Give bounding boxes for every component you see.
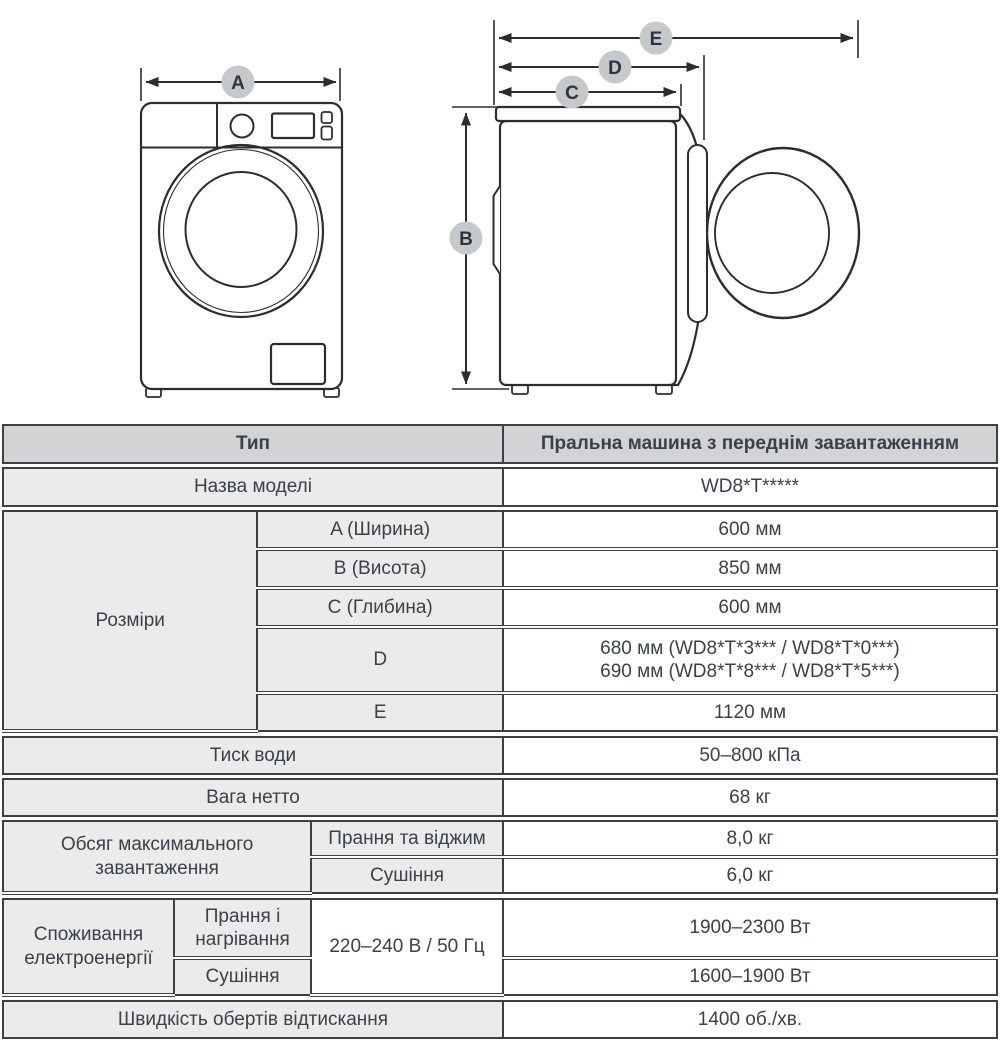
load-dry-label: Сушіння bbox=[311, 857, 504, 893]
load-wash-value: 8,0 кг bbox=[502, 821, 997, 859]
row-model: Назва моделі WD8*T***** bbox=[3, 468, 997, 506]
dimension-diagram-svg: A B C D E bbox=[139, 20, 861, 398]
dim-label-b: B bbox=[459, 229, 473, 250]
load-dry-value: 6,0 кг bbox=[502, 857, 997, 893]
spin-speed-label: Швидкість обертів відтискання bbox=[3, 1001, 504, 1038]
row-dim-d: D 680 мм (WD8*T*3*** / WD8*T*0***) 690 м… bbox=[3, 627, 997, 695]
section-type: Тип Пральна машина з переднім завантажен… bbox=[2, 424, 998, 464]
type-value: Пральна машина з переднім завантаженням bbox=[502, 425, 997, 463]
row-water-pressure: Тиск води 50–800 кПа bbox=[3, 737, 997, 774]
power-dry-value: 1600–1900 Вт bbox=[502, 958, 997, 995]
front-display bbox=[270, 112, 316, 140]
dim-label-d-circle bbox=[598, 50, 632, 84]
side-right-foot bbox=[655, 384, 673, 395]
dim-d-value: 680 мм (WD8*T*3*** / WD8*T*0***) 690 мм … bbox=[502, 627, 997, 695]
max-load-group-label: Обсяг максимального завантаження bbox=[3, 821, 313, 895]
section-dimensions: Розміри A (Ширина) 600 мм B (Висота) 850… bbox=[2, 510, 998, 733]
row-dim-c: C (Глибина) 600 мм bbox=[3, 588, 997, 629]
row-net-weight: Вага нетто 68 кг bbox=[3, 779, 997, 816]
dim-e-label: E bbox=[257, 693, 504, 731]
dim-b-value: 850 мм bbox=[502, 549, 997, 590]
section-net-weight: Вага нетто 68 кг bbox=[2, 778, 998, 817]
dim-label-e-circle bbox=[639, 21, 673, 55]
side-open-door-inner bbox=[714, 172, 830, 294]
dim-label-c-circle bbox=[555, 75, 589, 109]
net-weight-label: Вага нетто bbox=[3, 779, 504, 816]
dim-label-a-circle bbox=[221, 65, 255, 99]
dim-c-label: C (Глибина) bbox=[257, 588, 504, 629]
front-door-rim bbox=[162, 148, 320, 314]
dim-b-label: B (Висота) bbox=[257, 549, 504, 590]
power-wash-label: Прання і нагрівання bbox=[173, 899, 313, 960]
spin-speed-value: 1400 об./хв. bbox=[502, 1001, 997, 1038]
section-max-load: Обсяг максимального завантаження Прання … bbox=[2, 820, 998, 895]
model-value: WD8*T***** bbox=[502, 468, 997, 506]
dimension-labels: A B C D E bbox=[221, 21, 673, 255]
row-load-dry: Сушіння 6,0 кг bbox=[3, 857, 997, 893]
dim-e-value: 1120 мм bbox=[502, 693, 997, 731]
dim-label-e: E bbox=[650, 29, 663, 50]
net-weight-value: 68 кг bbox=[502, 779, 997, 816]
front-filter-drawer bbox=[269, 342, 327, 386]
side-body bbox=[498, 119, 678, 387]
side-door-edge bbox=[687, 144, 708, 323]
dim-label-b-circle bbox=[449, 221, 483, 255]
front-knob-icon bbox=[229, 113, 255, 139]
side-view bbox=[492, 105, 861, 395]
dim-c-value: 600 мм bbox=[502, 588, 997, 629]
water-pressure-value: 50–800 кПа bbox=[502, 737, 997, 774]
dim-label-a: A bbox=[231, 73, 245, 94]
power-voltage: 220–240 В / 50 Гц bbox=[311, 899, 504, 997]
row-dim-e: E 1120 мм bbox=[3, 693, 997, 731]
water-pressure-label: Тиск води bbox=[3, 737, 504, 774]
front-view bbox=[139, 101, 344, 398]
section-water-pressure: Тиск води 50–800 кПа bbox=[2, 736, 998, 775]
row-load-wash: Обсяг максимального завантаження Прання … bbox=[3, 821, 997, 895]
dim-a-value: 600 мм bbox=[502, 511, 997, 551]
side-top-lid bbox=[494, 105, 682, 123]
model-label: Назва моделі bbox=[3, 468, 504, 506]
row-spin-speed: Швидкість обертів відтискання 1400 об./х… bbox=[3, 1001, 997, 1038]
spec-table: Тип Пральна машина з переднім завантажен… bbox=[2, 424, 998, 1042]
type-label: Тип bbox=[3, 425, 504, 463]
power-dry-label: Сушіння bbox=[173, 958, 313, 995]
dim-label-d: D bbox=[608, 58, 622, 79]
dim-c bbox=[498, 84, 682, 106]
dimensions-group-label: Розміри bbox=[3, 511, 259, 733]
load-wash-label: Прання та віджим bbox=[311, 821, 504, 859]
dim-label-c: C bbox=[565, 83, 579, 104]
front-button-bottom bbox=[320, 125, 333, 141]
front-door-outer bbox=[157, 143, 325, 319]
dim-e bbox=[498, 20, 859, 58]
dim-a-label: A (Ширина) bbox=[257, 511, 504, 551]
power-wash-value: 1900–2300 Вт bbox=[502, 899, 997, 960]
dim-d-value-line1: 680 мм (WD8*T*3*** / WD8*T*0***) bbox=[600, 637, 900, 659]
section-power: Споживання електроенергії Прання і нагрі… bbox=[2, 898, 998, 997]
side-left-foot bbox=[511, 384, 529, 395]
dim-d-label: D bbox=[257, 627, 504, 695]
section-spin-speed: Швидкість обертів відтискання 1400 об./х… bbox=[2, 1000, 998, 1039]
row-dim-b: B (Висота) 850 мм bbox=[3, 549, 997, 590]
row-dim-a: Розміри A (Ширина) 600 мм bbox=[3, 511, 997, 733]
side-rear-panel bbox=[492, 185, 501, 275]
front-door-inner bbox=[184, 171, 298, 288]
front-button-top bbox=[320, 111, 333, 124]
section-model: Назва моделі WD8*T***** bbox=[2, 467, 998, 507]
row-power-dry: Сушіння 1600–1900 Вт bbox=[3, 958, 997, 995]
front-body bbox=[139, 101, 344, 391]
power-group-label: Споживання електроенергії bbox=[3, 899, 175, 997]
dim-d-value-line2: 690 мм (WD8*T*8*** / WD8*T*5***) bbox=[600, 661, 900, 682]
row-type: Тип Пральна машина з переднім завантажен… bbox=[3, 425, 997, 463]
dimension-diagram: A B C D E bbox=[0, 0, 1000, 414]
row-power-wash: Споживання електроенергії Прання і нагрі… bbox=[3, 899, 997, 997]
